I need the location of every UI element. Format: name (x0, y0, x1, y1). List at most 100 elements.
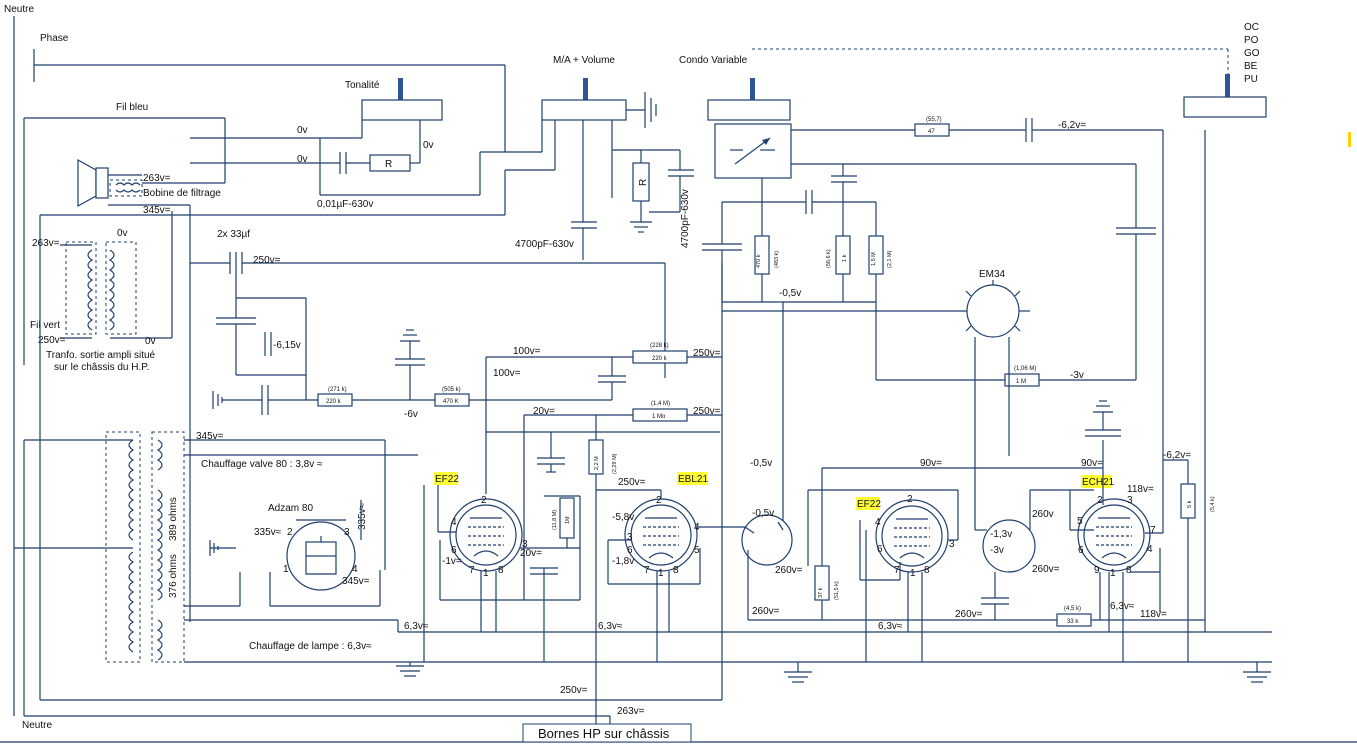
v250-filter: 250v= (253, 255, 281, 266)
ef22r-pin-2: 2 (907, 494, 913, 505)
ech21-pin-2: 2 (1097, 495, 1103, 506)
v6-3-c: 6,3v≈ (878, 621, 903, 632)
ef22l-pin-2: 2 (481, 495, 487, 506)
c001-label: 0,01µF-630v (317, 199, 373, 210)
heater-labels: 6,3v≈ 6,3v≈ 6,3v≈ 6,3v≈ (404, 601, 1135, 632)
grounds (396, 662, 1271, 683)
r-5-4k: (5,4 k) (1210, 496, 1216, 512)
ech21-pin-8: 8 (1126, 565, 1132, 576)
ech21-pin-1: 1 (1110, 568, 1116, 579)
v335-right: 335v≈ (357, 502, 368, 530)
ohms-376: 376 ohms (168, 554, 179, 598)
ech21-pin-4: 4 (1147, 544, 1153, 555)
em34-label: EM34 (979, 269, 1006, 280)
ech21-tube: ECH21 90v= 2 3 5 6 7 4 9 1 8 118v= 5 k (1056, 130, 1216, 662)
ebl21-pin-5: 5 (694, 545, 700, 556)
v250-b2: 250v= (693, 406, 721, 417)
band-be: BE (1244, 61, 1258, 72)
c2x33-label: 2x 33µf (217, 229, 250, 240)
ef22-right-label: EF22 (857, 499, 881, 510)
ech21-pin-9: 9 (1094, 565, 1100, 576)
r-2-1m: (2,1 M) (887, 250, 893, 268)
condo-knob-icon[interactable] (750, 78, 755, 100)
v-3-circle: -3v (990, 545, 1004, 556)
power-transformer: 345v= Chauffage valve 80 : 3,8v ≈ 389 oh… (14, 431, 1272, 663)
v250-ebl21: 250v= (618, 477, 646, 488)
v-1-8: -1,8v (612, 556, 634, 567)
tonalite-knob-icon[interactable] (398, 78, 403, 102)
neutre-top-label: Neutre (4, 4, 34, 15)
v0-tonalite-a: 0v (297, 125, 308, 136)
ebl21-label: EBL21 (678, 474, 708, 485)
v250-b1: 250v= (693, 348, 721, 359)
adzam-pin-4: 4 (352, 564, 358, 575)
v90-a: 90v= (920, 458, 942, 469)
band-pu: PU (1244, 74, 1258, 85)
r-1-4m: (1,4 M) (651, 401, 670, 407)
r-1mo: 1 Mo (652, 414, 666, 420)
v263-speaker: 263v= (143, 173, 171, 184)
mains-lines: Neutre Phase Neutre (4, 4, 542, 731)
neutre-bottom-label: Neutre (22, 720, 52, 731)
bottom-rails: 250v= 263v= (0, 440, 1357, 743)
ef22r-pin-8: 8 (924, 565, 930, 576)
footer-label: Bornes HP sur châssis (538, 726, 670, 741)
r-4-5k: (4,5 k) (1064, 606, 1081, 612)
v100-a: 100v= (513, 346, 541, 357)
r-470k-b: 470 K (443, 399, 459, 405)
r-483k: (483 k) (774, 251, 780, 268)
v0-tonalite-b: 0v (297, 154, 308, 165)
v-6: -6v (404, 409, 418, 420)
ef22-right-tube: EF22 2 4 6 7 1 8 3 37 k (51,5 k) 90v= (807, 458, 1103, 662)
ef22l-pin-6: 6 (451, 545, 457, 556)
v-6-15: -6,15v (273, 340, 301, 351)
v-5-8: -5,8v (612, 512, 634, 523)
adzam-pin-1: 1 (283, 564, 289, 575)
v20-ef22l: 20v= (520, 548, 542, 559)
r-2-29m: (2,29 M) (612, 453, 618, 474)
ech21-pin-3: 3 (1127, 495, 1133, 506)
v0-trafo-top: 0v (117, 228, 128, 239)
v90-b: 90v= (1081, 458, 1103, 469)
r-1k: 1 k (842, 254, 848, 262)
ef22r-pin-7: 7 (894, 565, 900, 576)
r-56-6k: (56,6 k) (826, 249, 832, 268)
volume-section: M/A + Volume 4700pF-630v R 4700pF-630v (39, 55, 694, 700)
bplus-distribution: (228 k) 220 k 100v= 100v= 250v= (1,4 M) … (485, 263, 723, 700)
v260-b: 260v= (1032, 564, 1060, 575)
r-47: 47 (928, 129, 935, 135)
ef22r-pin-4: 4 (875, 517, 881, 528)
band-oc: OC (1244, 22, 1259, 33)
v118-a: 118v= (1127, 484, 1154, 495)
v345-power: 345v= (196, 431, 224, 442)
fil-vert-label: Fil vert (30, 320, 60, 331)
band-knob-icon[interactable] (1225, 74, 1230, 98)
ebl21-pin-8: 8 (673, 565, 679, 576)
em34-tube: EM34 (722, 269, 1030, 530)
r-51-5k: (51,5 k) (834, 581, 840, 600)
r-tonalite: R (385, 159, 392, 170)
filter-caps: 2x 33µf 250v= -6,15v (271 k) 220 k (505 … (190, 229, 666, 420)
r-1-5m: 1,5 M (871, 252, 877, 266)
speaker-section: Fil bleu 263v= Bobine de filtrage 345v= … (23, 102, 226, 622)
phase-label: Phase (40, 33, 69, 44)
band-selector: OC PO GO BE PU (1183, 22, 1267, 118)
adzam-pin-2: 2 (287, 527, 293, 538)
v335-left: 335v≈ (254, 527, 282, 538)
r-37k: 37 k (818, 587, 824, 598)
adzam-80-tube: Adzam 80 335v≈ 2 3 335v≈ 1 4 345v= (184, 440, 386, 607)
ef22-left-tube: EF22 2 4 6 7 1 8 3 -1v= 20v= (11,8 M) 1M (423, 472, 581, 662)
volume-knob-icon[interactable] (583, 78, 588, 100)
ech21-pin-5: 5 (1077, 516, 1083, 527)
v-0-5-b: -0,5v (752, 508, 774, 519)
v0-trafo-bottom: 0v (145, 336, 156, 347)
ebl21-pin-2: 2 (656, 495, 662, 506)
v263-bottom: 263v= (617, 706, 645, 717)
v345-adzam: 345v= (342, 576, 370, 587)
v260-det: 260v= (775, 565, 803, 576)
v260-c: 260v= (955, 609, 983, 620)
ech21-label: ECH21 (1082, 477, 1115, 488)
v250-trafo: 250v= (38, 335, 66, 346)
v263-trafo: 263v= (32, 238, 60, 249)
fil-bleu-label: Fil bleu (116, 102, 148, 113)
